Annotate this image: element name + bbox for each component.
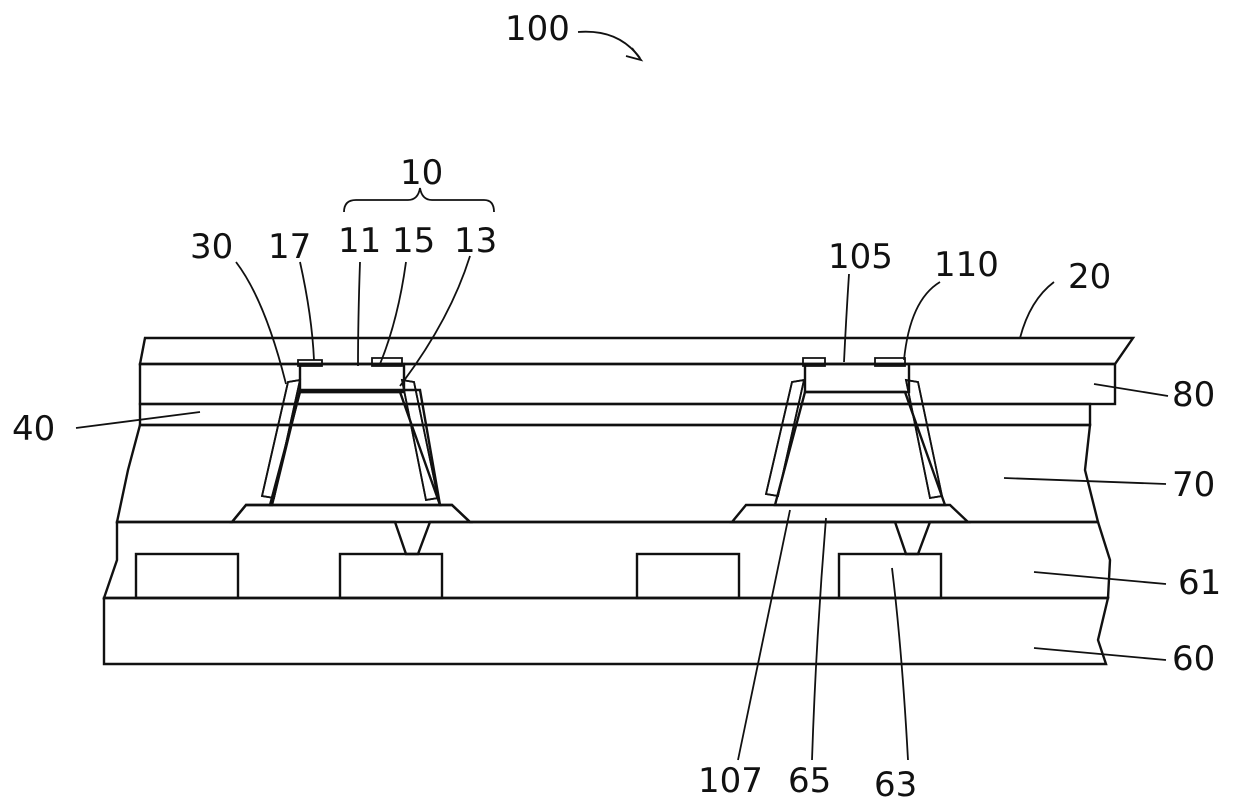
bottom-pads (232, 505, 968, 554)
label-10: 10 (400, 153, 443, 193)
leader-lines (76, 32, 1168, 760)
label-110: 110 (934, 245, 999, 285)
label-80: 80 (1172, 375, 1215, 415)
encapsulation-layer (140, 338, 1133, 364)
label-63: 63 (874, 765, 917, 805)
label-105: 105 (828, 237, 893, 277)
filler-layer (117, 390, 1098, 522)
reference-labels: 100 10 30 17 11 15 13 105 110 20 80 40 7… (12, 9, 1221, 805)
label-30: 30 (190, 227, 233, 267)
label-60: 60 (1172, 639, 1215, 679)
led-unit-left (262, 358, 440, 505)
label-20: 20 (1068, 257, 1111, 297)
label-100: 100 (505, 9, 570, 49)
label-61: 61 (1178, 563, 1221, 603)
label-65: 65 (788, 761, 831, 801)
label-70: 70 (1172, 465, 1215, 505)
label-11: 11 (338, 221, 381, 261)
label-40: 40 (12, 409, 55, 449)
label-13: 13 (454, 221, 497, 261)
substrate-layer (104, 598, 1108, 664)
planarization-layer (140, 364, 1115, 404)
label-107: 107 (698, 761, 763, 801)
label-15: 15 (392, 221, 435, 261)
label-17: 17 (268, 227, 311, 267)
led-unit-right (766, 358, 945, 505)
drive-layer (104, 522, 1110, 598)
